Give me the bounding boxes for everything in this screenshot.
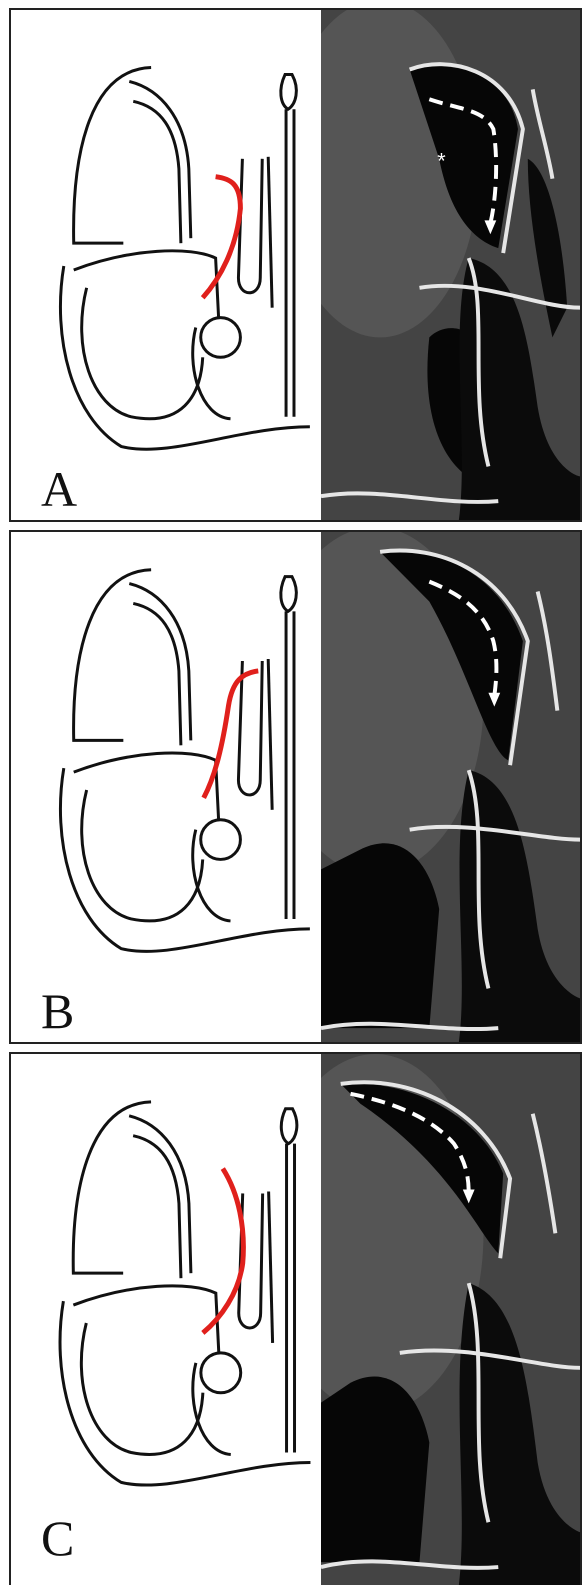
diagram-c bbox=[11, 1054, 321, 1585]
red-uncinate-line-c bbox=[203, 1169, 244, 1333]
ct-image-c bbox=[321, 1054, 580, 1585]
red-uncinate-line-a bbox=[203, 177, 241, 298]
panel-label-a: A bbox=[41, 464, 77, 514]
panel-a: * A bbox=[9, 8, 582, 522]
panel-label-b: B bbox=[41, 986, 74, 1036]
ct-image-a: * bbox=[321, 10, 580, 520]
panel-c: C bbox=[9, 1052, 582, 1585]
diagram-b bbox=[11, 532, 321, 1042]
diagram-a bbox=[11, 10, 321, 520]
ct-image-b bbox=[321, 532, 580, 1042]
ct-scan-b bbox=[321, 532, 580, 1042]
ct-scan-a: * bbox=[321, 10, 580, 520]
red-uncinate-line-b bbox=[204, 671, 259, 798]
panel-b: B bbox=[9, 530, 582, 1044]
asterisk-marker: * bbox=[437, 149, 446, 174]
panel-label-c: C bbox=[41, 1513, 74, 1563]
ct-scan-c bbox=[321, 1054, 580, 1585]
